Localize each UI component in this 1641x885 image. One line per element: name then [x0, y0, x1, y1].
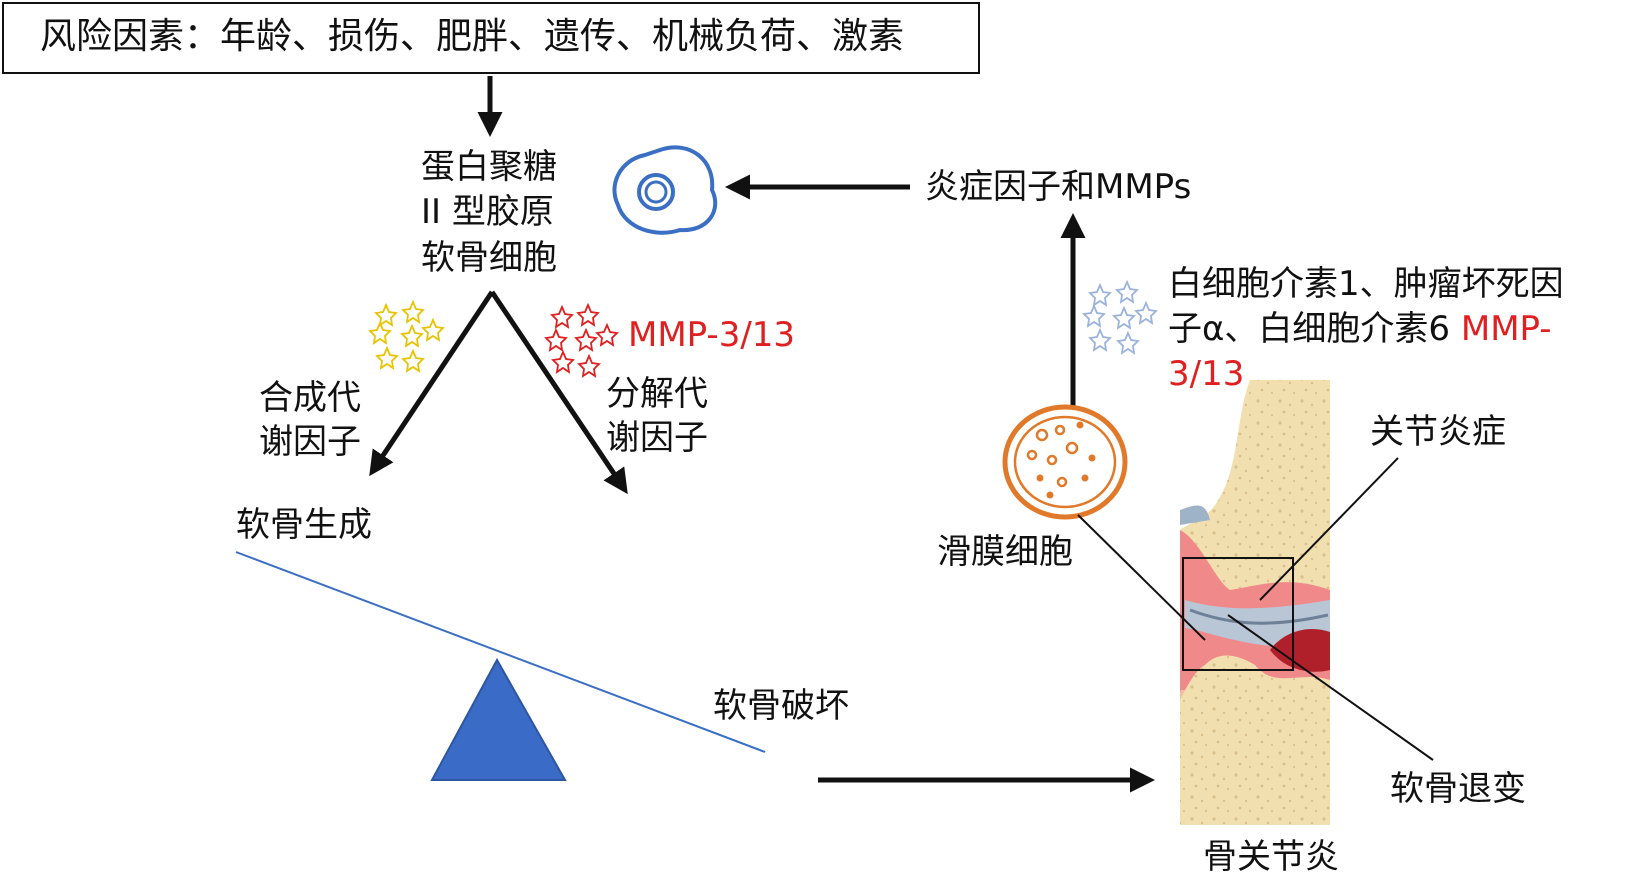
inflammatory-factors-label: 炎症因子和MMPs — [925, 167, 1192, 207]
anabolic-arrow — [369, 290, 495, 477]
cytokines-line3: 3/13 — [1168, 354, 1245, 394]
degeneration-leader — [1227, 614, 1434, 761]
anabolic-factor-stars — [368, 299, 445, 373]
mmp-left-label: MMP-3/13 — [628, 315, 796, 355]
balance-fulcrum — [430, 657, 567, 781]
risk-factors-box — [2, 2, 980, 74]
risk-factors-text: 风险因素：年龄、损伤、肥胖、遗传、机械负荷、激素 — [40, 16, 905, 57]
joint-inflammation-label: 关节炎症 — [1370, 412, 1506, 452]
cytokines-line1: 白细胞介素1、肿瘤坏死因 — [1168, 264, 1564, 304]
collagen-ii-label: II 型胶原 — [421, 192, 554, 232]
knee-joint-illustration — [1180, 380, 1330, 825]
cartilage-formation-label: 软骨生成 — [236, 505, 372, 545]
osteoarthritis-label: 骨关节炎 — [1203, 837, 1339, 877]
chondrocyte-cell-icon — [612, 145, 718, 235]
cytokine-stars — [1082, 279, 1158, 355]
balance-beam — [235, 551, 766, 753]
synovial-cell-label: 滑膜细胞 — [937, 532, 1073, 572]
cartilage-destruction-label: 软骨破坏 — [713, 686, 849, 726]
catabolic-label-line2: 谢因子 — [606, 418, 708, 458]
synovial-cell-icon — [1002, 404, 1128, 520]
anabolic-label-line2: 谢因子 — [259, 422, 361, 462]
cytokines-line2: 子α、白细胞介素6 MMP- — [1168, 307, 1552, 351]
catabolic-arrow — [489, 290, 628, 495]
catabolic-factor-stars — [544, 302, 619, 378]
chondrocyte-label: 软骨细胞 — [421, 238, 557, 278]
cartilage-degeneration-label: 软骨退变 — [1390, 769, 1526, 809]
cytokines-line2-black: 子α、白细胞介素6 — [1168, 309, 1461, 349]
synovial-leader — [1077, 514, 1206, 641]
cytokines-line2-red: MMP- — [1460, 309, 1552, 349]
joint-highlight-box — [1182, 557, 1294, 671]
anabolic-label-line1: 合成代 — [259, 378, 361, 418]
catabolic-label-line1: 分解代 — [606, 374, 708, 414]
proteoglycan-label: 蛋白聚糖 — [421, 147, 557, 187]
inflammation-leader — [1259, 457, 1399, 601]
